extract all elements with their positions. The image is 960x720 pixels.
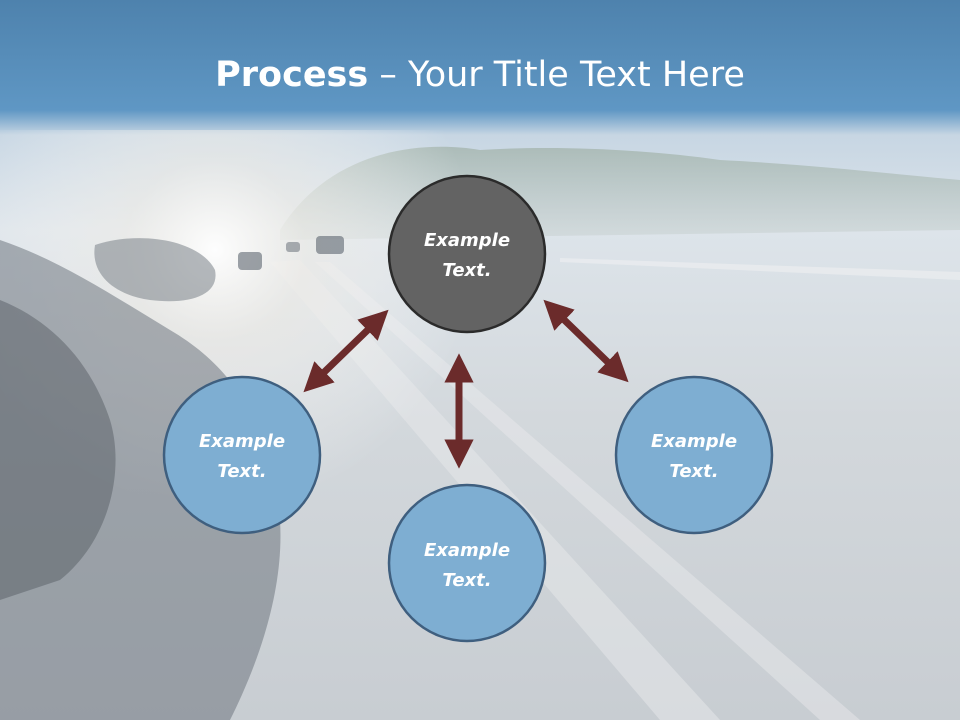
title-bold-word: Process	[215, 55, 369, 95]
node-right-line2: Text.	[669, 461, 718, 482]
node-bottom-circle	[387, 483, 547, 643]
node-top-line2: Text.	[442, 260, 491, 281]
node-left-circle	[162, 375, 322, 535]
node-bottom-line1: Example	[424, 540, 510, 561]
slide-title: Process – Your Title Text Here	[0, 52, 960, 98]
arrow-top-left	[303, 309, 389, 393]
node-right-line1: Example	[651, 431, 737, 452]
node-right: Example Text.	[614, 375, 774, 535]
node-left: Example Text.	[162, 375, 322, 535]
node-left-line1: Example	[199, 431, 285, 452]
title-rest: – Your Title Text Here	[368, 55, 745, 95]
node-bottom: Example Text.	[387, 483, 547, 643]
node-top-circle	[387, 174, 547, 334]
node-top: Example Text.	[387, 174, 547, 334]
node-top-line1: Example	[424, 230, 510, 251]
arrow-top-right	[543, 299, 629, 383]
node-bottom-line2: Text.	[442, 570, 491, 591]
node-right-circle	[614, 375, 774, 535]
node-left-line2: Text.	[217, 461, 266, 482]
